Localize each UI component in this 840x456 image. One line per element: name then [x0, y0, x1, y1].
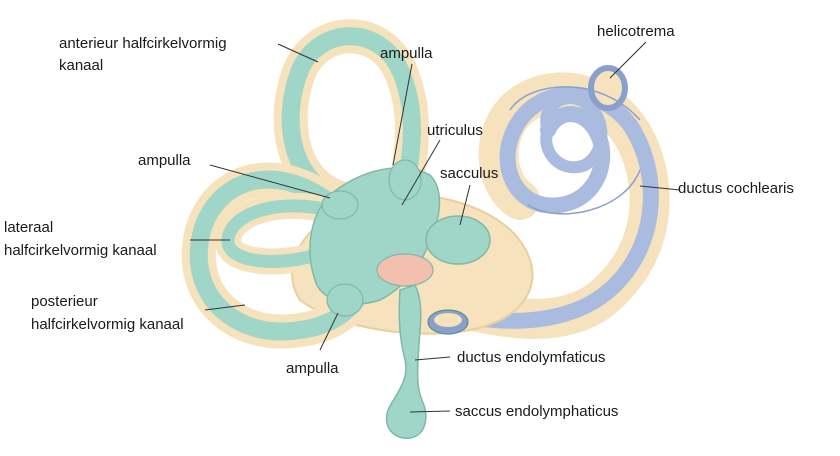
leader-ampulla-bottom	[319, 312, 339, 351]
leader-ampulla-left	[209, 164, 331, 199]
endolymphatic-duct	[385, 284, 427, 439]
sacculus-body	[425, 215, 491, 265]
leader-posterieur	[204, 304, 246, 311]
round-window-inner	[434, 313, 462, 327]
anterior-canal-duct	[281, 27, 421, 209]
label-anterior-canal-line2: kanaal	[59, 57, 104, 74]
label-helicotrema: helicotrema	[597, 23, 675, 40]
label-posterior-canal-line1: posterieur	[31, 293, 98, 310]
label-anterior-canal-line1: anterieur halfcirkelvormig	[59, 35, 227, 52]
leader-anterior	[277, 43, 319, 63]
label-lateral-canal-line2: halfcirkelvormig kanaal	[4, 242, 157, 259]
label-ductus-endolymfaticus: ductus endolymfaticus	[457, 349, 606, 366]
label-lateral-canal-line1: lateraal	[4, 219, 54, 236]
leader-helicotrema	[609, 41, 647, 79]
ampulla-lateral	[321, 190, 359, 220]
cochlea-outline-2	[527, 169, 641, 215]
label-ampulla-left: ampulla	[138, 152, 191, 169]
cochlea-inner-coil	[540, 92, 608, 174]
oval-window-region	[376, 253, 434, 287]
label-ampulla-bottom: ampulla	[286, 360, 339, 377]
leader-utriculus	[401, 139, 441, 206]
leader-ampulla-top	[392, 63, 413, 166]
posterior-canal-duct	[189, 170, 369, 341]
label-utriculus: utriculus	[427, 122, 483, 139]
leader-lines	[190, 41, 681, 413]
cochlea-outline-1	[509, 86, 641, 121]
ampulla-posterior	[326, 283, 364, 317]
label-ductus-cochlearis: ductus cochlearis	[678, 180, 794, 197]
helicotrema-apex	[588, 65, 628, 111]
leader-ductus-cochlearis	[639, 185, 681, 191]
label-posterior-canal-line2: halfcirkelvormig kanaal	[31, 316, 184, 333]
label-saccus-endolymphaticus: saccus endolymphaticus	[455, 403, 619, 420]
leader-saccus	[409, 410, 451, 413]
leader-ductus-endolymfaticus	[414, 356, 451, 361]
leader-sacculus	[459, 184, 471, 226]
label-sacculus: sacculus	[440, 165, 499, 182]
label-ampulla-top: ampulla	[380, 45, 433, 62]
